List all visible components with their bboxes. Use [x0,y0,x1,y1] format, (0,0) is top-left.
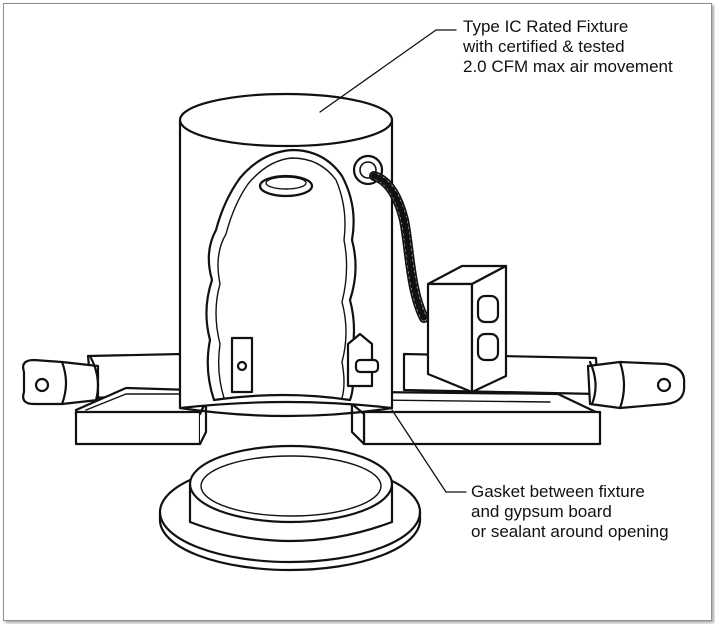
callout-line: Gasket between fixture [471,482,645,501]
callout-line: 2.0 CFM max air movement [463,57,673,76]
flexible-conduit [352,154,429,323]
callout-line: and gypsum board [471,502,612,521]
housing-cutaway [205,148,380,402]
junction-box [426,264,508,394]
gasket-callout: Gasket between fixture and gypsum board … [471,482,669,542]
trim-ring [158,444,422,572]
top-callout-leader [319,29,437,113]
fixture-rating-callout: Type IC Rated Fixture with certified & t… [463,17,673,77]
bottom-callout-leader [391,409,447,493]
callout-line: with certified & tested [463,37,625,56]
left-mounting-bracket [22,352,184,406]
callout-line: Type IC Rated Fixture [463,17,629,36]
callout-line: or sealant around opening [471,522,669,541]
